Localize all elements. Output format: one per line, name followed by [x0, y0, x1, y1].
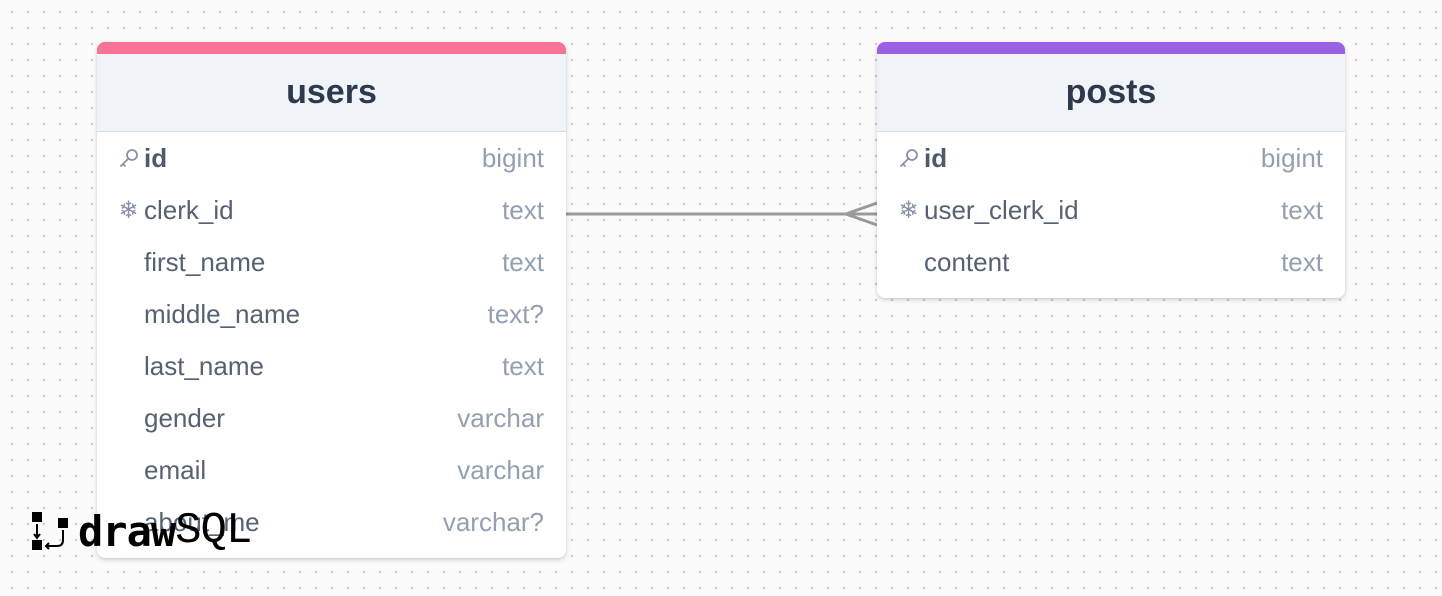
- column-name: about_me: [144, 506, 260, 537]
- snowflake-icon: ❄: [898, 196, 919, 224]
- table-users-accent: [97, 42, 566, 54]
- column-name: gender: [144, 402, 225, 433]
- table-posts-accent: [877, 42, 1345, 54]
- column-type: bigint: [481, 142, 544, 173]
- column-row-last-name[interactable]: last_name text: [97, 340, 566, 392]
- column-row-id[interactable]: id bigint: [877, 132, 1345, 184]
- crow-foot-many-marker: [841, 201, 878, 227]
- column-row-id[interactable]: id bigint: [97, 132, 566, 184]
- column-name: id: [924, 142, 948, 173]
- column-row-user-clerk-id[interactable]: ❄ user_clerk_id text: [877, 184, 1345, 236]
- key-icon: [895, 145, 922, 172]
- column-row-about-me[interactable]: about_me varchar?: [97, 496, 566, 548]
- column-type: text?: [487, 298, 544, 329]
- table-title: posts: [1065, 73, 1157, 111]
- column-row-clerk-id[interactable]: ❄ clerk_id text: [97, 184, 566, 236]
- column-name: first_name: [144, 246, 266, 277]
- column-type: bigint: [1260, 142, 1323, 173]
- column-row-gender[interactable]: gender varchar: [97, 392, 566, 444]
- table-posts[interactable]: posts id bigint ❄ user_clerk_id text con…: [877, 42, 1345, 298]
- column-name: email: [144, 454, 207, 485]
- table-users[interactable]: users id bigint ❄ clerk_id text first_na…: [97, 42, 566, 558]
- column-type: text: [502, 246, 544, 277]
- column-type: text: [1281, 246, 1323, 277]
- column-row-first-name[interactable]: first_name text: [97, 236, 566, 288]
- column-name: clerk_id: [144, 194, 234, 225]
- column-type: varchar: [457, 454, 544, 485]
- snowflake-icon: ❄: [118, 196, 139, 224]
- key-icon: [115, 145, 142, 172]
- column-name: id: [144, 142, 168, 173]
- column-name: content: [924, 246, 1010, 277]
- column-type: text: [1281, 194, 1323, 225]
- column-type: text: [502, 194, 544, 225]
- column-type: varchar?: [442, 506, 544, 537]
- column-row-middle-name[interactable]: middle_name text?: [97, 288, 566, 340]
- column-type: text: [502, 350, 544, 381]
- table-users-header[interactable]: users: [97, 54, 566, 132]
- column-name: last_name: [144, 350, 264, 381]
- column-name: user_clerk_id: [924, 194, 1079, 225]
- drawsql-logo-icon: [32, 512, 68, 550]
- column-name: middle_name: [144, 298, 301, 329]
- table-title: users: [286, 73, 377, 111]
- table-posts-header[interactable]: posts: [877, 54, 1345, 132]
- column-type: varchar: [457, 402, 544, 433]
- column-row-content[interactable]: content text: [877, 236, 1345, 288]
- column-row-email[interactable]: email varchar: [97, 444, 566, 496]
- brand-sql-text: SQL: [175, 506, 252, 556]
- brand-draw-text: draw: [78, 506, 176, 556]
